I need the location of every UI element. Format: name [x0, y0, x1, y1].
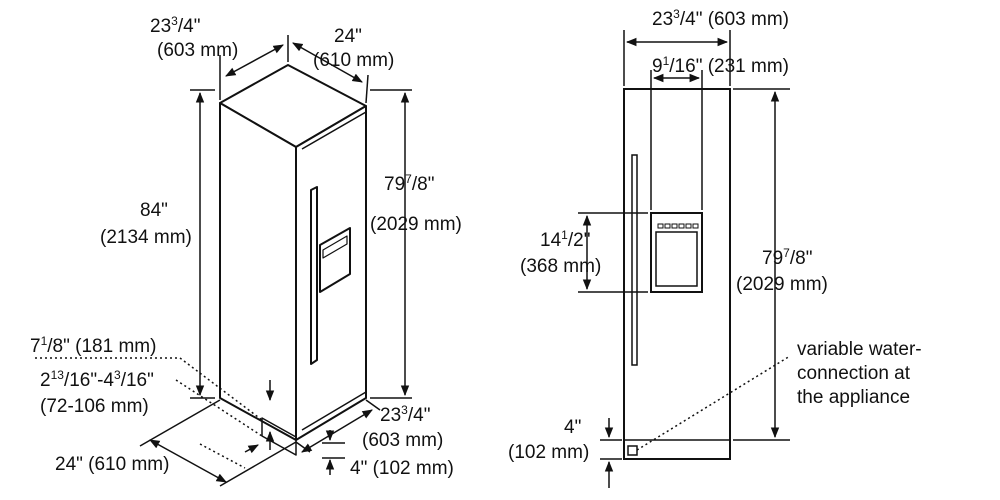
isometric-refrigerator: [219, 64, 367, 456]
side-dimension-lines: [139, 35, 412, 487]
water-dispenser: [319, 227, 351, 293]
top-width-mm: (610 mm): [313, 50, 394, 71]
dispenser-buttons: [657, 223, 699, 229]
toe-kick-depth-label: 71/8" (181 mm): [30, 334, 156, 357]
bottom-width-label: 24" (610 mm): [55, 454, 169, 475]
front-dimension-lines: [578, 30, 790, 488]
bottom-depth-label: 233/4": [380, 403, 430, 426]
top-depth-mm: (603 mm): [157, 40, 238, 61]
front-door-handle: [631, 154, 638, 366]
toe-kick: [261, 417, 297, 456]
side-cabinet-height-mm: (2029 mm): [370, 214, 462, 235]
water-note-line-1: variable water-: [797, 339, 922, 360]
total-height-mm: (2134 mm): [100, 227, 192, 248]
front-cabinet: [623, 88, 731, 460]
front-cabinet-height-label: 797/8": [762, 246, 812, 269]
cabinet-side-face: [219, 102, 297, 441]
top-depth-label: 233/4": [150, 14, 200, 37]
water-connection-icon: [627, 445, 638, 456]
base-height-label: 4" (102 mm): [350, 458, 454, 479]
front-width-label: 233/4" (603 mm): [652, 7, 789, 30]
dispenser-offset-label: 91/16" (231 mm): [652, 54, 789, 77]
side-leader-dotted: [35, 357, 263, 469]
top-width-in: 24": [334, 26, 362, 47]
front-dispenser: [650, 212, 703, 293]
front-base-height-in: 4": [564, 417, 581, 438]
side-cabinet-height-label: 797/8": [384, 172, 434, 195]
toe-kick-range-label: 213/16"-43/16": [40, 368, 154, 391]
cabinet-door-face: [295, 105, 367, 441]
front-cabinet-height-mm: (2029 mm): [736, 274, 828, 295]
total-height-in: 84": [140, 200, 168, 221]
front-base-height-mm: (102 mm): [508, 442, 589, 463]
water-note-line-2: connection at: [797, 363, 911, 384]
front-dispenser-inner: [655, 231, 698, 287]
dispenser-height-label: 141/2": [540, 228, 590, 251]
front-refrigerator: [623, 88, 731, 460]
door-handle: [310, 186, 318, 365]
dispenser-height-mm: (368 mm): [520, 256, 601, 277]
water-note-line-3: the appliance: [797, 387, 910, 408]
toe-kick-range-mm: (72-106 mm): [40, 396, 149, 417]
dispenser-screen: [322, 235, 348, 259]
bottom-depth-mm: (603 mm): [362, 430, 443, 451]
